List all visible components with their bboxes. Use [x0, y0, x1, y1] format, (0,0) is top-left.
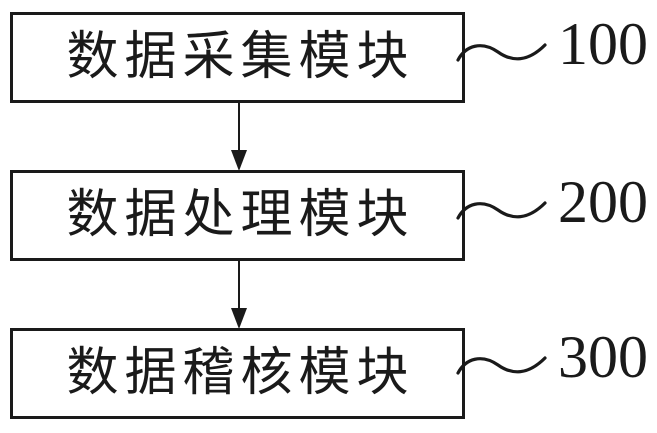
module-box-data-audit: 数据稽核模块 [10, 328, 465, 419]
module-label-data-processing: 数据处理模块 [66, 186, 415, 244]
ref-number-200: 200 [558, 169, 648, 235]
tilde-icon [456, 356, 547, 375]
connector-line-1 [238, 103, 240, 153]
module-box-data-processing: 数据处理模块 [10, 170, 465, 261]
ref-marker-300: 300 [456, 324, 648, 390]
module-box-data-collection: 数据采集模块 [10, 12, 465, 103]
ref-number-300: 300 [558, 324, 648, 390]
tilde-icon [456, 201, 547, 220]
module-label-data-audit: 数据稽核模块 [66, 344, 415, 402]
connector-1 [229, 103, 249, 171]
tilde-icon [456, 43, 547, 62]
arrowhead-down-icon [231, 308, 247, 329]
ref-marker-200: 200 [456, 169, 648, 235]
arrowhead-down-icon [231, 150, 247, 171]
ref-number-100: 100 [558, 11, 648, 77]
connector-2 [229, 261, 249, 329]
connector-line-2 [238, 261, 240, 311]
ref-marker-100: 100 [456, 11, 648, 77]
module-label-data-collection: 数据采集模块 [66, 28, 415, 86]
